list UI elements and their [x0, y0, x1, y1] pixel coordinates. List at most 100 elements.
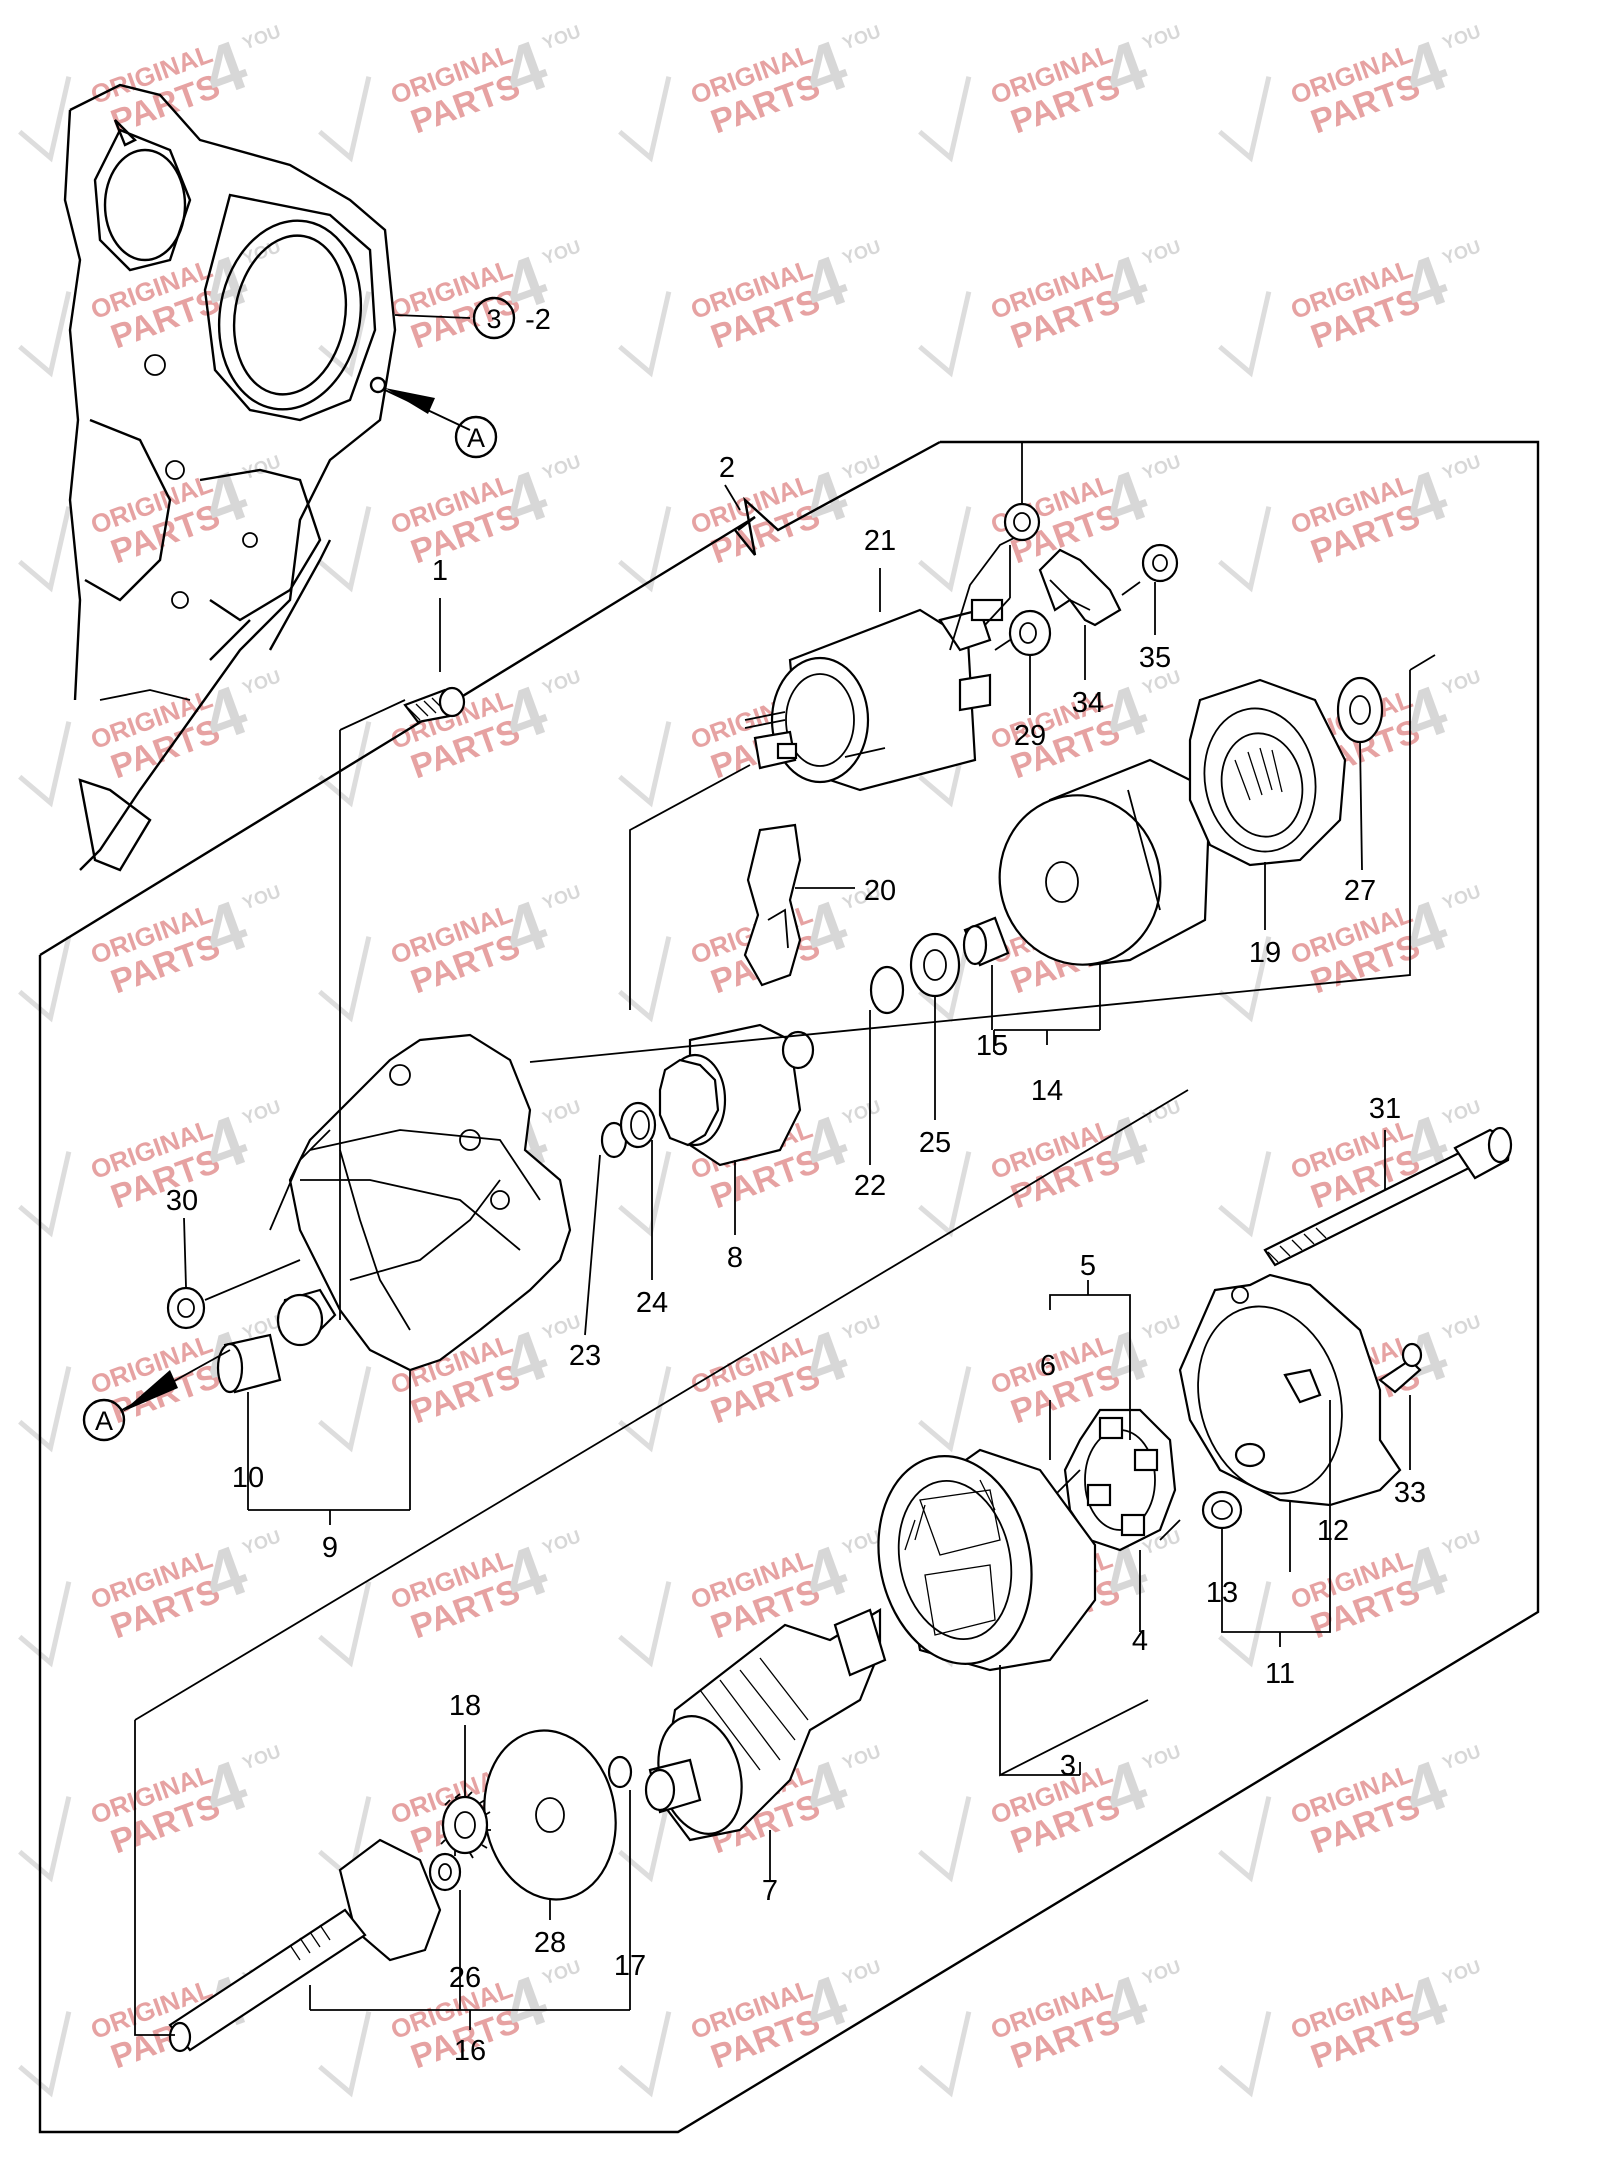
- lower-leader-lines: [134, 1089, 1189, 2036]
- part-case-14: [993, 758, 1212, 1052]
- watermark-check-icon: [318, 506, 372, 593]
- callout-11: 11: [1265, 1658, 1295, 1690]
- callout-34: 34: [1072, 687, 1104, 719]
- watermark-check-icon: [18, 1796, 72, 1883]
- watermark-check-icon: [1218, 936, 1272, 1023]
- watermark-suffix: YOU: [840, 236, 884, 268]
- watermark-suffix: YOU: [840, 1096, 884, 1128]
- part-washer-26: [428, 1852, 462, 1955]
- watermark-suffix: YOU: [840, 451, 884, 483]
- watermark-suffix: YOU: [1140, 1311, 1184, 1343]
- watermark-suffix: YOU: [1140, 451, 1184, 483]
- part-shaft-16: [168, 1838, 631, 2053]
- part-nut-29: [994, 609, 1052, 715]
- svg-text:A: A: [467, 423, 485, 453]
- watermark-check-icon: [1218, 1151, 1272, 1238]
- callout-5: 5: [1080, 1250, 1096, 1282]
- watermark-suffix: YOU: [1440, 1741, 1484, 1773]
- watermark-check-icon: [318, 1581, 372, 1668]
- watermark-check-icon: [918, 76, 972, 163]
- part-lever-20: [743, 823, 855, 987]
- watermark-check-icon: [618, 291, 672, 378]
- watermark-check-icon: [618, 1366, 672, 1453]
- watermark-check-icon: [18, 721, 72, 808]
- watermark-suffix: YOU: [1440, 21, 1484, 53]
- watermark-check-icon: [918, 506, 972, 593]
- watermark-check-icon: [18, 291, 72, 378]
- watermark-check-icon: [918, 1796, 972, 1883]
- part-yoke-3: [877, 1448, 1149, 1777]
- watermark-suffix: YOU: [240, 21, 284, 53]
- part-bolt-1: [403, 598, 466, 724]
- callout-24: 24: [636, 1287, 668, 1319]
- callout-26: 26: [449, 1962, 481, 1994]
- callout-23: 23: [569, 1340, 601, 1372]
- watermark-check-icon: [1218, 291, 1272, 378]
- watermark-suffix: YOU: [540, 881, 584, 913]
- watermark-suffix: YOU: [1440, 1311, 1484, 1343]
- watermark-check-icon: [18, 76, 72, 163]
- watermark-suffix: YOU: [240, 1526, 284, 1558]
- part-nut-top: [1003, 442, 1041, 542]
- watermark-check-icon: [1218, 76, 1272, 163]
- marker-a-top: A: [454, 415, 498, 459]
- callout-35: 35: [1139, 642, 1171, 674]
- watermark-check-icon: [618, 2011, 672, 2098]
- callout-10: 10: [232, 1462, 264, 1494]
- watermark-suffix: YOU: [840, 1526, 884, 1558]
- watermark-check-icon: [18, 936, 72, 1023]
- callout-14: 14: [1031, 1075, 1063, 1107]
- watermark-suffix: YOU: [840, 1956, 884, 1988]
- callout-31: 31: [1369, 1093, 1401, 1125]
- watermark-suffix: YOU: [1140, 236, 1184, 268]
- callout-16: 16: [454, 2035, 486, 2067]
- watermark-check-icon: [318, 2011, 372, 2098]
- watermark-check-icon: [918, 291, 972, 378]
- ref-suffix: -2: [525, 304, 551, 336]
- part-ring-23: [584, 1121, 628, 1336]
- part-bearing-19: [1188, 678, 1347, 930]
- watermark-suffix: YOU: [1440, 1096, 1484, 1128]
- watermark-check-icon: [618, 506, 672, 593]
- bracket-11: [1221, 1400, 1331, 1647]
- watermark-suffix: YOU: [540, 666, 584, 698]
- callout-6: 6: [1040, 1350, 1056, 1382]
- watermark-suffix: YOU: [240, 666, 284, 698]
- callout-18: 18: [449, 1690, 481, 1722]
- part-plate-28: [483, 1729, 617, 1920]
- watermark-suffix: YOU: [240, 881, 284, 913]
- watermark-suffix: YOU: [1140, 1956, 1184, 1988]
- watermark-check-icon: [318, 721, 372, 808]
- watermark-check-icon: [618, 76, 672, 163]
- bracket-9: [247, 1410, 411, 1525]
- callout-8: 8: [727, 1242, 743, 1274]
- watermark-suffix: YOU: [840, 1741, 884, 1773]
- watermark-suffix: YOU: [1440, 1526, 1484, 1558]
- watermark-check-icon: [918, 2011, 972, 2098]
- watermark-suffix: YOU: [840, 21, 884, 53]
- part-armature-7: [644, 1608, 887, 1880]
- watermark-check-icon: [18, 2011, 72, 2098]
- watermark-suffix: YOU: [1140, 21, 1184, 53]
- upper-leader-lines: [339, 654, 1436, 1320]
- watermark-check-icon: [618, 721, 672, 808]
- engine-housing-drawing: [63, 83, 471, 872]
- callout-22: 22: [854, 1170, 886, 1202]
- callout-28: 28: [534, 1927, 566, 1959]
